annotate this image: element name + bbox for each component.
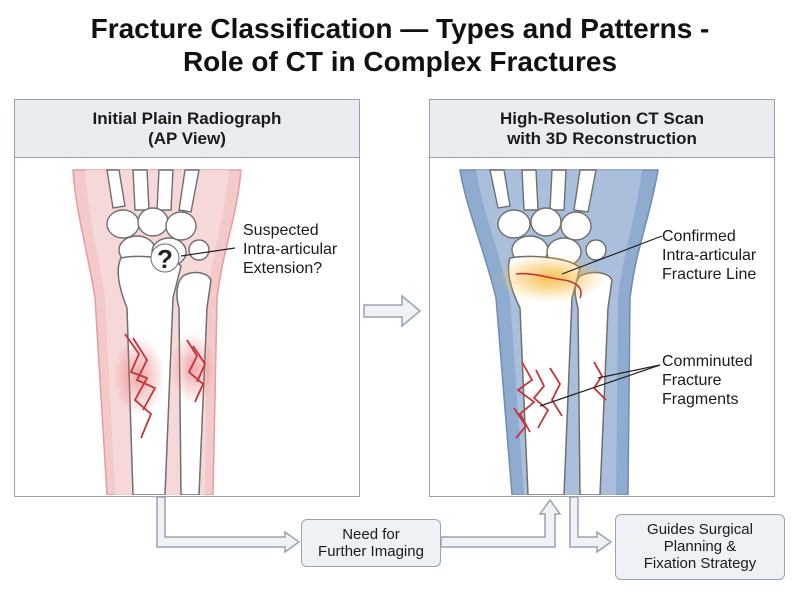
suspected-annotation: Suspected Intra-articular Extension? xyxy=(243,221,337,278)
ct-fracture-lines xyxy=(513,361,607,439)
radiograph-heading-line-2: (AP View) xyxy=(148,129,226,148)
ct-wrist-illustration xyxy=(459,169,663,495)
comminuted-line-1: Comminuted xyxy=(662,353,753,370)
ct-to-guides-arrow xyxy=(569,496,613,554)
guides-box-line-3: Fixation Strategy xyxy=(643,555,757,572)
confirmed-line-1: Confirmed xyxy=(662,228,736,245)
comminuted-leader-line-1 xyxy=(539,364,661,407)
question-bubble xyxy=(150,243,180,273)
ct-panel: High-Resolution CT Scan with 3D Reconstr… xyxy=(429,99,775,497)
confirmed-line-2: Intra-articular xyxy=(662,247,757,264)
radiograph-to-need-arrow xyxy=(156,496,301,554)
ct-heading-line-2: with 3D Reconstruction xyxy=(507,129,697,148)
guides-box-line-1: Guides Surgical xyxy=(647,521,753,538)
ct-intra-articular-line xyxy=(515,272,582,299)
need-box-line-2: Further Imaging xyxy=(318,543,424,560)
need-box-line-1: Need for xyxy=(342,526,400,543)
ct-panel-header: High-Resolution CT Scan with 3D Reconstr… xyxy=(430,100,774,158)
panel-transition-arrow xyxy=(363,294,422,328)
guides-surgical-planning-box: Guides Surgical Planning & Fixation Stra… xyxy=(615,514,785,580)
suspected-leader-line xyxy=(180,247,236,257)
title-line-1: Fracture Classification — Types and Patt… xyxy=(90,13,710,44)
fracture-lines xyxy=(124,333,207,439)
confirmed-line-3: Fracture Line xyxy=(662,266,757,283)
comminuted-annotation: Comminuted Fracture Fragments xyxy=(662,352,753,409)
question-mark: ? xyxy=(157,244,173,274)
guides-box-line-2: Planning & xyxy=(663,538,737,555)
ct-heading-line-1: High-Resolution CT Scan xyxy=(500,109,704,128)
radiograph-panel: Initial Plain Radiograph (AP View) xyxy=(14,99,360,497)
comminuted-leader-line-2 xyxy=(597,364,661,379)
radiograph-wrist-illustration: ? xyxy=(72,169,242,495)
title-line-2: Role of CT in Complex Fractures xyxy=(182,46,618,77)
need-to-ct-arrow xyxy=(440,498,562,548)
suspected-line-3: Extension? xyxy=(243,260,323,277)
confirmed-annotation: Confirmed Intra-articular Fracture Line xyxy=(662,227,756,284)
comminuted-line-3: Fragments xyxy=(662,391,739,408)
radiograph-panel-header: Initial Plain Radiograph (AP View) xyxy=(15,100,359,158)
confirmed-leader-line xyxy=(561,235,663,275)
suspected-line-2: Intra-articular xyxy=(243,241,338,258)
suspected-line-1: Suspected xyxy=(243,222,319,239)
comminuted-line-2: Fracture xyxy=(662,372,722,389)
radiograph-heading-line-1: Initial Plain Radiograph xyxy=(92,109,282,128)
page-title: Fracture Classification — Types and Patt… xyxy=(0,12,800,78)
need-further-imaging-box: Need for Further Imaging xyxy=(301,519,441,567)
